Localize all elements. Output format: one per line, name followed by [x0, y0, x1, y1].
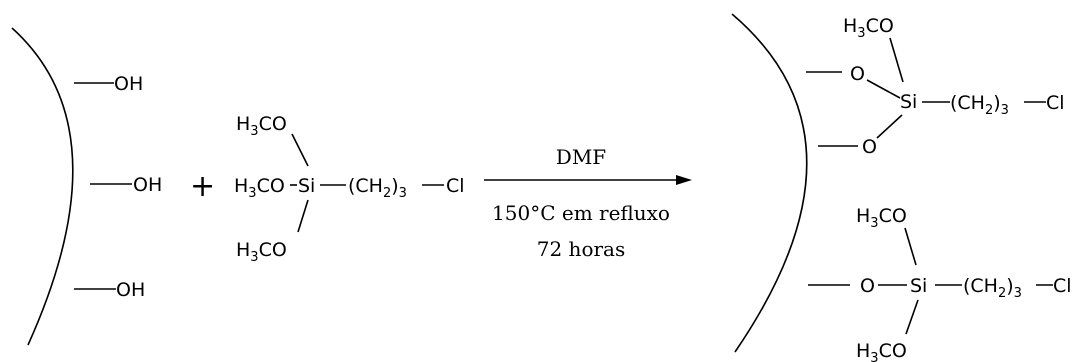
silane-chain: (CH2)3	[348, 175, 407, 201]
product-bottom-bond-methoxy-top	[904, 227, 917, 266]
plus-sign: +	[190, 169, 215, 204]
product-top-cl: Cl	[1046, 92, 1065, 114]
product-bottom-o: O	[860, 275, 875, 297]
reaction-reagent: DMF	[556, 145, 607, 169]
silane-cl: Cl	[446, 175, 465, 197]
product-bottom-methoxy-bottom: H3CO	[856, 340, 907, 362]
product-bottom-cl: Cl	[1053, 275, 1072, 297]
product-top-bond-o1-si	[866, 79, 901, 99]
reactant-surface-oh-3: OH	[116, 279, 145, 301]
reaction-condition-time: 72 horas	[537, 237, 625, 261]
product-surface-curve	[731, 13, 808, 353]
product-top-si: Si	[900, 91, 917, 113]
product-top-methoxy: H3CO	[843, 15, 894, 41]
product-top-bond-methoxy	[889, 37, 904, 83]
product-top-chain: (CH2)3	[950, 92, 1009, 118]
silane-bond-top	[291, 133, 309, 167]
product-bottom-methoxy-top: H3CO	[856, 205, 907, 231]
reactant-surface-oh-1: OH	[114, 73, 143, 95]
silane-bond-bottom	[297, 199, 309, 233]
reactant-surface-oh-2: OH	[133, 174, 162, 196]
silane-methoxy-left: H3CO	[234, 175, 285, 201]
product-bottom-si: Si	[910, 275, 927, 297]
silane-si: Si	[298, 175, 315, 197]
product-bottom-chain: (CH2)3	[963, 275, 1022, 301]
product-bottom-bond-methoxy-bottom	[905, 299, 919, 335]
reaction-condition-temperature: 150°C em refluxo	[492, 201, 670, 225]
silane-methoxy-bottom: H3CO	[236, 239, 287, 265]
silane-methoxy-top: H3CO	[236, 113, 287, 139]
product-top-bond-o2-si	[876, 114, 903, 139]
reaction-arrow-head	[676, 175, 692, 185]
product-top-o-upper: O	[850, 63, 865, 85]
reactant-surface-curve	[11, 27, 74, 346]
product-top-o-lower: O	[862, 136, 877, 158]
